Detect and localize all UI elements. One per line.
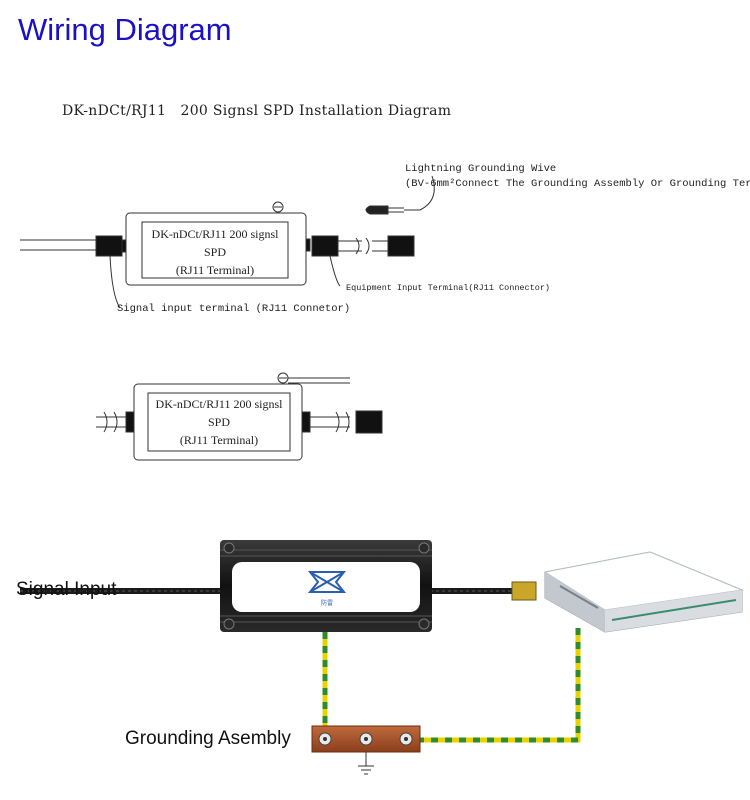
signal-input-label: Signal Input xyxy=(16,579,117,600)
top-box-line3: (RJ11 Terminal) xyxy=(176,263,254,277)
page-title: Wiring Diagram xyxy=(18,12,232,47)
rj11-plug-right xyxy=(311,235,339,257)
top-spd-box-text: DK-nDCt/RJ11 200 signsl SPD (RJ11 Termin… xyxy=(152,227,280,277)
brand-logo-icon xyxy=(307,571,347,593)
diagram-subtitle: DK-nDCt/RJ11 200 Signsl SPD Installation… xyxy=(62,103,452,119)
rj11-plug-left xyxy=(95,235,123,257)
middle-spd-drawing xyxy=(96,372,383,461)
rj-connector xyxy=(511,581,537,601)
ground-wire-from-router xyxy=(406,628,581,743)
grounding-assembly-label: Grounding Asembly xyxy=(125,728,291,749)
middle-box-line3: (RJ11 Terminal) xyxy=(180,433,258,447)
grounding-assembly-bar xyxy=(311,725,421,753)
middle-box-line1: DK-nDCt/RJ11 200 signsl xyxy=(156,397,284,411)
ground-wire-label-2: (BV-6mm²Connect The Grounding Assembly O… xyxy=(405,178,750,190)
middle-spd-box-text: DK-nDCt/RJ11 200 signsl SPD (RJ11 Termin… xyxy=(156,397,284,447)
ground-wire-label-1: Lightning Grounding Wive xyxy=(405,163,556,175)
earth-ground-icon xyxy=(358,752,374,775)
spd-device-photo: 防雷 xyxy=(220,540,432,632)
top-spd-drawing xyxy=(20,175,435,309)
top-box-line2: SPD xyxy=(204,245,226,259)
brand-logo-text: 防雷 xyxy=(321,599,333,607)
signal-input-terminal-label: Signal input terminal (RJ11 Connetor) xyxy=(117,303,350,315)
equipment-input-label: Equipment Input Terminal(RJ11 Connector) xyxy=(346,283,550,293)
router-device-icon xyxy=(543,551,744,633)
spd-label-panel xyxy=(232,562,420,612)
middle-box-line2: SPD xyxy=(208,415,230,429)
top-box-line1: DK-nDCt/RJ11 200 signsl xyxy=(152,227,280,241)
equipment-cable xyxy=(430,581,537,601)
